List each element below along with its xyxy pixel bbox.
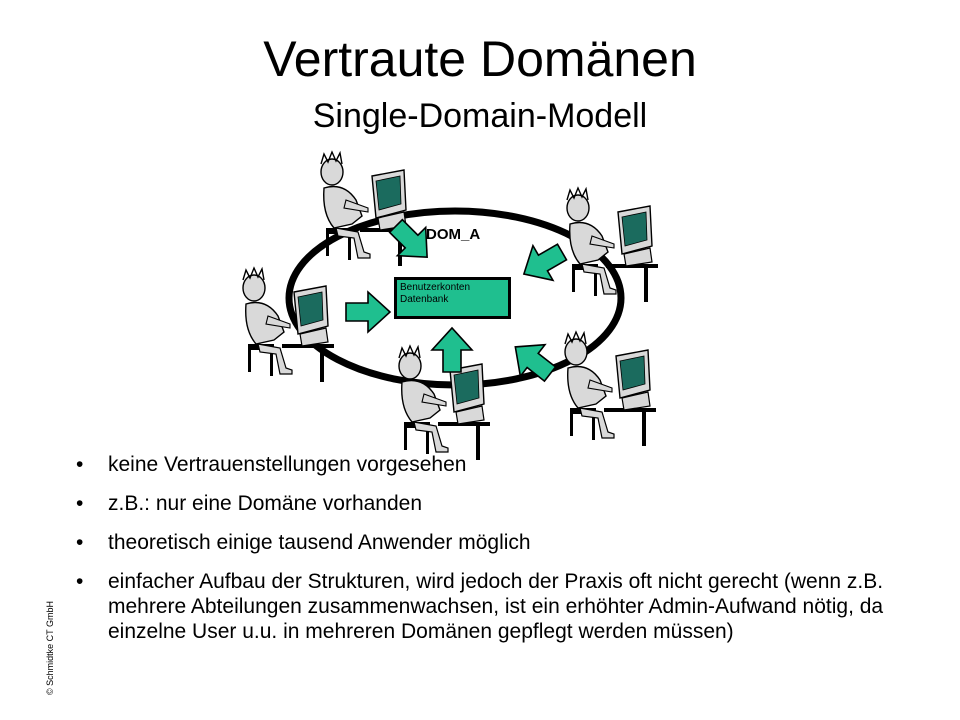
bullet-dot: •: [76, 570, 84, 593]
bullet-item: • theoretisch einige tausend Anwender mög…: [70, 530, 890, 555]
bullet-dot: •: [76, 492, 84, 515]
database-label-line2: Datenbank: [400, 294, 449, 305]
arrow-icon: [345, 291, 391, 333]
bullet-list: • keine Vertrauenstellungen vorgesehen • z…: [70, 452, 890, 658]
page-subtitle: Single-Domain-Modell: [312, 97, 648, 135]
bullet-text: theoretisch einige tausend Anwender mögl…: [108, 531, 531, 554]
bullet-text: keine Vertrauenstellungen vorgesehen: [108, 453, 467, 476]
database-label-line1: Benutzerkonten: [400, 282, 471, 293]
user-workstation-icon: [320, 151, 413, 267]
database-label: Benutzerkonten Datenbank: [400, 282, 470, 306]
bullet-dot: •: [76, 453, 84, 476]
domain-label: DOM_A: [426, 226, 481, 243]
bullet-text: z.B.: nur eine Domäne vorhanden: [108, 492, 423, 515]
bullet-text: einfacher Aufbau der Strukturen, wird je…: [108, 570, 884, 643]
arrow-icon: [513, 233, 573, 293]
arrow-icon: [431, 327, 473, 373]
bullet-dot: •: [76, 531, 84, 554]
bullet-item: • z.B.: nur eine Domäne vorhanden: [70, 491, 890, 516]
copyright-text: © Schmidtke CT GmbH: [45, 601, 55, 695]
bullet-item: • keine Vertrauenstellungen vorgesehen: [70, 452, 890, 477]
user-workstation-icon: [566, 187, 659, 303]
page-title: Vertraute Domänen: [263, 31, 697, 87]
bullet-item: • einfacher Aufbau der Strukturen, wird j…: [70, 569, 890, 644]
user-workstation-icon: [564, 331, 657, 447]
